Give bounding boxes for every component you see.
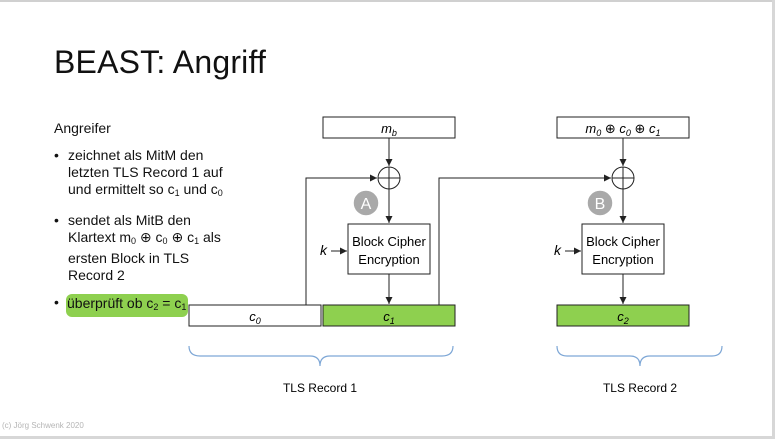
block-cipher-b-line1: Block Cipher: [586, 234, 660, 249]
step-record-mid: und c: [179, 181, 218, 197]
block-cipher-b-line2: Encryption: [592, 252, 653, 267]
record2-label: TLS Record 2: [603, 381, 677, 395]
marker-b: [586, 189, 614, 217]
c1-feedback-arrow: [438, 174, 611, 305]
m0-c0-c1-label: m0 ⊕ c0 ⊕ c1: [585, 121, 660, 138]
marker-a: [352, 189, 380, 217]
marker-b-label: B: [595, 196, 606, 213]
mb-label: mb: [381, 121, 397, 138]
step-record-sub1: 1: [174, 188, 180, 198]
step-send-sub3: 1: [194, 236, 200, 246]
step-record-text: zeichnet als MitM den letzten TLS Record…: [68, 147, 223, 197]
block-cipher-a-line1: Block Cipher: [352, 234, 426, 249]
xor-icon-b: [611, 166, 635, 190]
bottom-border: [0, 436, 775, 439]
step-check-mid: = c: [158, 295, 182, 311]
step-record-sub2: 0: [217, 188, 223, 198]
c1-box: [322, 304, 456, 327]
step-check-sub2: 1: [181, 302, 187, 312]
c0-feedback-arrow: [305, 174, 377, 305]
step-check: überprüft ob c2 = c1: [54, 294, 224, 317]
step-send-sub1: 0: [131, 236, 137, 246]
record1-brace: [188, 345, 454, 367]
c2-label: c2: [617, 309, 629, 326]
right-border: [772, 0, 775, 439]
step-send-text: sendet als MitB den Klartext m: [68, 212, 191, 245]
step-send: sendet als MitB den Klartext m0 ⊕ c0 ⊕ c…: [54, 212, 224, 284]
copyright-footer: (c) Jörg Schwenk 2020: [2, 421, 84, 430]
step-check-text: überprüft ob c: [67, 295, 154, 311]
c2-box: [556, 304, 690, 327]
c1-label: c1: [383, 309, 395, 326]
c0-box: [188, 304, 322, 327]
key-b-label: k: [554, 242, 562, 258]
step-check-highlight: überprüft ob c2 = c1: [66, 294, 189, 317]
key-a-label: k: [320, 242, 328, 258]
step-send-sub2: 0: [162, 236, 168, 246]
marker-a-label: A: [361, 196, 372, 213]
slide-title: BEAST: Angriff: [54, 44, 267, 80]
block-cipher-a-line2: Encryption: [358, 252, 419, 267]
step-send-xor1: ⊕ c: [136, 229, 163, 245]
attacker-heading: Angreifer: [54, 120, 111, 136]
step-record: zeichnet als MitM den letzten TLS Record…: [54, 147, 224, 202]
c0-label: c0: [249, 309, 261, 326]
block-cipher-a: [347, 223, 431, 275]
step-send-xor2: ⊕ c: [167, 229, 195, 245]
record1-label: TLS Record 1: [283, 381, 357, 395]
top-border: [0, 0, 775, 2]
step-send-post: als ersten Block in TLS Record 2: [68, 229, 221, 283]
attacker-steps: zeichnet als MitM den letzten TLS Record…: [54, 147, 224, 317]
record2-brace: [556, 345, 723, 367]
xor-icon: [377, 166, 401, 190]
step-check-sub1: 2: [153, 302, 159, 312]
attacker-description: Angreifer zeichnet als MitM den letzten …: [54, 120, 224, 327]
